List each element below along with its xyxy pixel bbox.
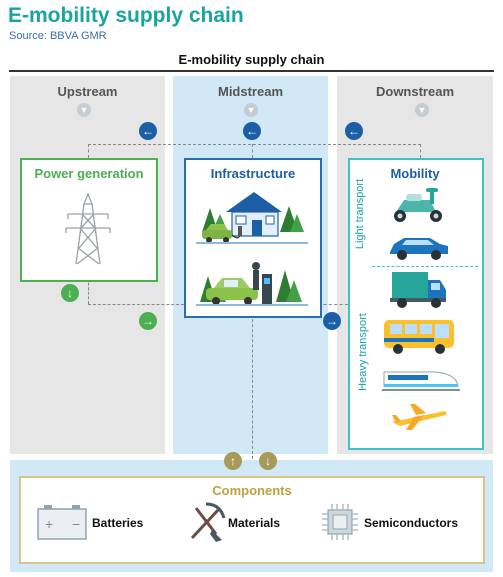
batteries-label: Batteries [92, 516, 144, 530]
components-box [19, 476, 485, 564]
arrow-right-icon: → [323, 312, 341, 330]
chip-icon [322, 504, 358, 540]
connector-line [88, 278, 89, 304]
arrow-down-icon: ↓ [259, 452, 277, 470]
diagram-title: E-mobility supply chain [178, 52, 325, 67]
source-note: Source: BBVA GMR [9, 30, 107, 42]
semiconductors-label: Semiconductors [364, 516, 459, 530]
connector-line [318, 304, 348, 305]
light-transport-label: Light transport [354, 178, 366, 250]
infrastructure-title: Infrastructure [210, 166, 296, 181]
chevron-down-icon: ▼ [77, 103, 91, 117]
arrow-left-icon: ← [345, 122, 363, 140]
components-title: Components [212, 483, 292, 498]
connector-line [88, 304, 184, 305]
page-title: E-mobility supply chain [8, 4, 244, 27]
arrow-left-icon: ← [139, 122, 157, 140]
arrow-up-icon: ↑ [224, 452, 242, 470]
downstream-heading: Downstream [375, 84, 455, 99]
connector-line [88, 144, 89, 158]
power-pylon-icon [65, 192, 111, 265]
charging-station-icon [196, 262, 308, 306]
heavy-transport-label: Heavy transport [357, 313, 369, 391]
power-generation-box [20, 158, 158, 282]
arrow-right-icon: → [139, 312, 157, 330]
svg-text:−: − [72, 516, 80, 532]
train-icon [382, 371, 460, 391]
mobility-title: Mobility [390, 166, 440, 181]
scooter-icon [394, 188, 442, 222]
transport-divider [372, 266, 478, 267]
materials-label: Materials [228, 516, 281, 530]
power-generation-title: Power generation [34, 166, 144, 181]
arrow-down-icon: ↓ [61, 284, 79, 302]
connector-line [252, 314, 253, 464]
chevron-down-icon: ▼ [244, 103, 258, 117]
battery-icon: + − [37, 505, 87, 540]
midstream-heading: Midstream [217, 84, 284, 99]
top-connector-line [88, 144, 421, 145]
airplane-icon [392, 404, 447, 430]
connector-line [252, 144, 253, 158]
truck-icon [390, 272, 446, 308]
pickaxe-shovel-icon [190, 502, 226, 542]
svg-text:+: + [45, 516, 53, 532]
house-charging-icon [196, 192, 308, 244]
upstream-heading: Upstream [57, 84, 118, 99]
title-rule [9, 70, 494, 72]
car-icon [390, 238, 448, 260]
arrow-left-icon: ← [243, 122, 261, 140]
connector-line [420, 144, 421, 158]
bus-icon [384, 320, 454, 354]
chevron-down-icon: ▼ [415, 103, 429, 117]
